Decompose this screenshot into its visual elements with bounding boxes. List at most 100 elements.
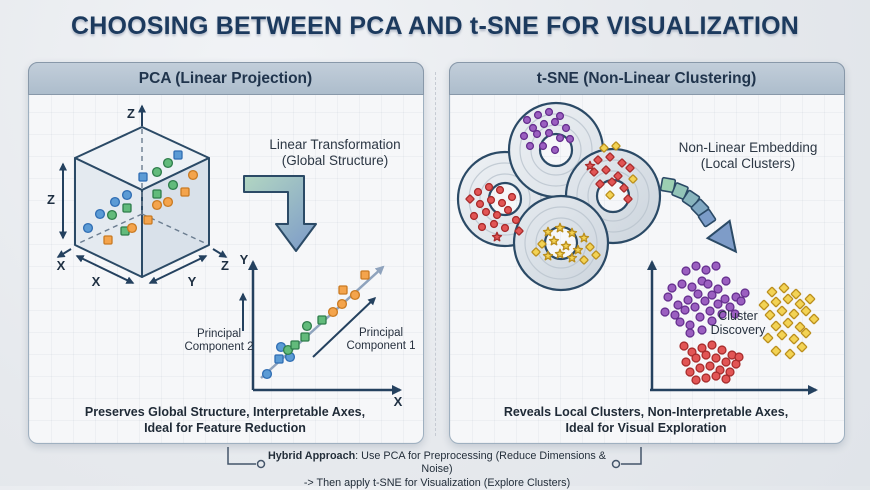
tsne-summary-line2: Ideal for Visual Exploration	[565, 421, 727, 436]
pc1-label-line2: Component 1	[346, 340, 415, 352]
pca-summary: Preserves Global Structure, Interpretabl…	[38, 404, 412, 437]
data-point	[707, 340, 717, 350]
data-point	[691, 353, 701, 363]
data-point	[770, 296, 782, 308]
data-point	[770, 345, 782, 357]
data-point	[537, 239, 547, 249]
data-point	[800, 305, 812, 317]
knot-ring-bottom	[512, 194, 610, 292]
data-point	[152, 189, 162, 199]
data-point	[675, 317, 685, 327]
data-point	[762, 332, 774, 344]
data-point	[660, 307, 670, 317]
data-point	[282, 344, 294, 356]
data-point	[673, 300, 683, 310]
data-point	[554, 248, 566, 259]
cluster-discovery-line2: Discovery	[711, 323, 767, 337]
data-point	[713, 299, 723, 309]
data-point	[519, 131, 529, 141]
data-point	[542, 250, 554, 261]
data-point	[701, 350, 711, 360]
data-point	[764, 309, 776, 321]
data-point	[800, 327, 812, 339]
linear-transform-label-line2: (Global Structure)	[281, 153, 389, 169]
data-point	[317, 315, 327, 325]
data-point	[349, 289, 361, 301]
data-point	[475, 199, 485, 209]
hybrid-approach-rest: : Use PCA for Preprocessing (Reduce Dime…	[355, 450, 607, 476]
data-point	[725, 302, 735, 312]
pca-summary-line2: Ideal for Feature Reduction	[144, 421, 306, 436]
data-point	[301, 320, 313, 332]
pca-summary-line1: Preserves Global Structure, Interpretabl…	[84, 405, 366, 419]
hybrid-approach-bold: Hybrid Approach	[267, 450, 356, 462]
data-point	[162, 196, 174, 208]
data-point	[514, 226, 524, 236]
cube-y-edge-label: Y	[188, 274, 197, 289]
data-point	[522, 115, 532, 125]
data-point	[531, 247, 541, 257]
cube-data-points	[82, 150, 199, 245]
data-point	[103, 235, 113, 245]
data-point	[717, 345, 727, 355]
data-point	[94, 208, 106, 220]
data-point	[617, 158, 627, 168]
data-point	[758, 299, 770, 311]
data-point	[687, 282, 697, 292]
cube-x-corner-arrow	[56, 248, 72, 258]
data-point	[579, 255, 589, 265]
data-point	[705, 361, 715, 371]
pc1-annotation-arrow	[312, 296, 377, 358]
data-point	[690, 302, 700, 312]
data-point	[679, 341, 689, 351]
data-point	[593, 155, 603, 165]
data-point	[542, 226, 554, 237]
data-point	[126, 222, 138, 234]
data-point	[711, 371, 721, 381]
data-point	[538, 141, 548, 151]
hybrid-connector-left-dot	[256, 459, 266, 469]
data-point	[106, 209, 118, 221]
tsne-panel-header: t-SNE (Non-Linear Clustering)	[448, 61, 845, 95]
data-point	[623, 194, 633, 204]
cube-3d: Z Z X X Y Z	[47, 104, 229, 289]
data-point	[300, 332, 310, 342]
data-point	[776, 305, 788, 317]
data-point	[548, 235, 560, 246]
data-point	[730, 309, 740, 319]
data-point	[711, 353, 721, 363]
data-point	[151, 166, 163, 178]
data-point	[469, 211, 479, 221]
cube-z-left-label: Z	[47, 192, 55, 207]
pca-panel-header: PCA (Linear Projection)	[27, 61, 424, 95]
data-point	[525, 141, 535, 151]
data-point	[725, 367, 735, 377]
data-point	[560, 240, 572, 251]
data-point	[327, 306, 339, 318]
tsne-summary: Reveals Local Clusters, Non-Interpretabl…	[459, 404, 833, 437]
hybrid-connector-right-dot	[611, 459, 621, 469]
data-point	[788, 308, 800, 320]
data-point	[167, 179, 179, 191]
data-point	[703, 279, 713, 289]
data-point	[681, 357, 691, 367]
data-point	[794, 298, 806, 310]
panel-divider	[435, 72, 436, 436]
data-point	[507, 192, 517, 202]
hybrid-connector-left	[227, 447, 256, 465]
cube-hidden-edges	[76, 129, 208, 245]
data-point	[109, 196, 121, 208]
data-point	[555, 111, 565, 121]
data-point	[796, 341, 808, 353]
data-point	[584, 160, 596, 171]
nonlinear-embedding-arrow	[659, 176, 738, 254]
data-point	[595, 179, 605, 189]
data-point	[566, 252, 578, 263]
data-point	[721, 374, 731, 384]
data-point	[721, 357, 731, 367]
data-point	[740, 288, 750, 298]
knot-data-points	[465, 107, 638, 265]
data-point	[766, 286, 778, 298]
